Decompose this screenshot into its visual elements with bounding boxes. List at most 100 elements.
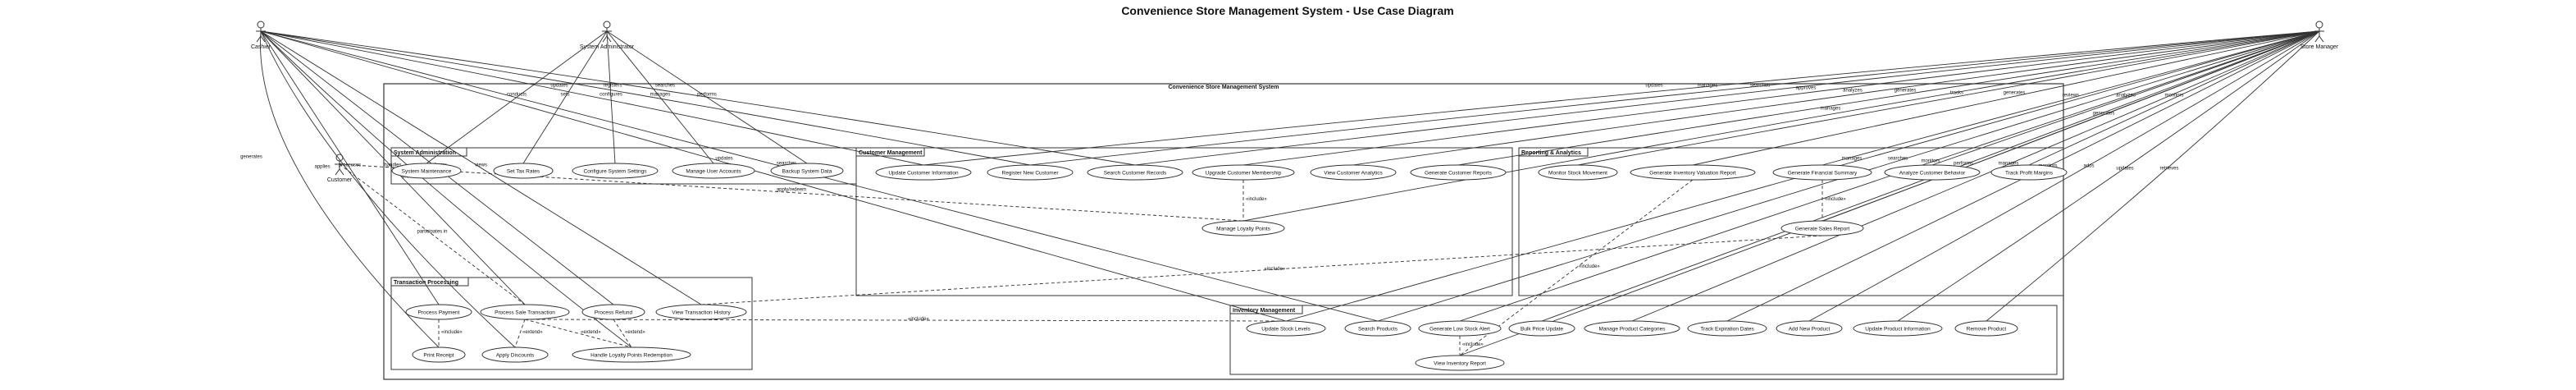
- use-case-generate-inventory-valuation[interactable]: Generate Inventory Valuation Report: [1630, 164, 1756, 181]
- use-case-label: Search Customer Records: [1104, 170, 1167, 176]
- use-case-update-product-info[interactable]: Update Product Information: [1853, 320, 1943, 337]
- edge: configures: [600, 30, 622, 164]
- actor-name: Store Manager: [2300, 44, 2339, 50]
- use-case-monitor-stock-movement[interactable]: Monitor Stock Movement: [1538, 164, 1618, 181]
- edge: apply/redeem: [339, 163, 1244, 222]
- use-case-ellipse: [481, 346, 549, 363]
- package-reporting-analytics: Reporting & Analytics: [1518, 147, 2064, 296]
- use-case-ellipse: [1508, 320, 1575, 337]
- use-case-remove-product[interactable]: Remove Product: [1954, 320, 2018, 337]
- use-case-track-expiration-dates[interactable]: Track Expiration Dates: [1687, 320, 1767, 337]
- edge: searches: [1134, 30, 2320, 166]
- edge-label: analyzes: [2116, 94, 2136, 99]
- actor-manager[interactable]: Store Manager: [2300, 21, 2339, 50]
- use-case-ellipse: [1853, 320, 1943, 337]
- dependency-edge: «include»: [700, 235, 1823, 305]
- use-case-ellipse: [493, 163, 554, 179]
- use-case-ellipse: [1246, 320, 1326, 337]
- use-case-label: Apply Discounts: [496, 352, 535, 358]
- use-case-handle-loyalty-redemption[interactable]: Handle Loyalty Points Redemption: [572, 346, 691, 363]
- edge-label: tracks: [1950, 91, 1963, 96]
- use-case-backup-system-data[interactable]: Backup System Data: [770, 163, 844, 179]
- edge: sets: [522, 30, 608, 164]
- edge-label: searches: [1888, 157, 1908, 162]
- use-case-generate-sales-report[interactable]: Generate Sales Report: [1780, 220, 1864, 236]
- edge-label: generates: [2093, 112, 2115, 117]
- use-case-ellipse: [1687, 320, 1767, 337]
- use-case-label: View Customer Analytics: [1324, 170, 1383, 176]
- edge: adds: [1808, 30, 2320, 322]
- use-case-process-sale[interactable]: Process Sale Transaction: [480, 304, 570, 320]
- use-case-label: Backup System Data: [782, 168, 832, 174]
- use-case-generate-customer-reports[interactable]: Generate Customer Reports: [1410, 164, 1507, 181]
- use-case-label: Manage Product Categories: [1599, 326, 1666, 332]
- use-case-analyze-customer-behavior[interactable]: Analyze Customer Behavior: [1884, 164, 1981, 181]
- actor-cashier[interactable]: Cashier: [251, 21, 271, 50]
- edge-label: sets: [560, 93, 569, 98]
- edge-label: participates in: [417, 230, 447, 235]
- edge-label: monitors: [2164, 94, 2183, 99]
- use-case-generate-low-stock-alert[interactable]: Generate Low Stock Alert: [1418, 320, 1502, 337]
- use-case-apply-discounts[interactable]: Apply Discounts: [481, 346, 549, 363]
- use-case-label: Configure System Settings: [584, 168, 648, 174]
- use-case-ellipse: [391, 163, 462, 179]
- use-case-ellipse: [1772, 164, 1872, 181]
- use-case-set-tax-rates[interactable]: Set Tax Rates: [493, 163, 554, 179]
- use-case-search-customer-records[interactable]: Search Customer Records: [1087, 164, 1183, 181]
- use-case-view-transaction-history[interactable]: View Transaction History: [655, 304, 747, 320]
- dependency-edge: «extend»: [524, 319, 632, 348]
- edge: reviews: [1821, 30, 2320, 166]
- use-case-ellipse: [875, 164, 972, 181]
- use-case-ellipse: [1954, 320, 2018, 337]
- actor-name: System Administrator: [580, 44, 635, 50]
- use-case-ellipse: [572, 346, 691, 363]
- use-case-ellipse: [480, 304, 570, 320]
- edge: processes: [260, 30, 632, 348]
- use-cases-layer: System Maintenance Set Tax Rates Configure…: [391, 163, 2068, 371]
- use-case-label: Generate Financial Summary: [1788, 170, 1858, 176]
- dependency-edge: «include»: [438, 319, 463, 347]
- use-case-label: Manage Loyalty Points: [1216, 226, 1271, 232]
- actor-name: Customer: [327, 177, 353, 183]
- use-case-update-stock-levels[interactable]: Update Stock Levels: [1246, 320, 1326, 337]
- use-case-system-maintenance[interactable]: System Maintenance: [391, 163, 462, 179]
- use-case-view-inventory-report[interactable]: View Inventory Report: [1415, 355, 1505, 371]
- actor-customer[interactable]: Customer: [327, 154, 353, 183]
- package-label: System Administration: [394, 150, 456, 156]
- use-case-register-new-customer[interactable]: Register New Customer: [987, 164, 1074, 181]
- use-case-label: Bulk Price Update: [1521, 326, 1563, 332]
- use-case-process-payment[interactable]: Process Payment: [405, 304, 472, 320]
- use-case-ellipse: [1415, 355, 1505, 371]
- use-case-generate-financial-summary[interactable]: Generate Financial Summary: [1772, 164, 1872, 181]
- use-case-manage-loyalty-points[interactable]: Manage Loyalty Points: [1201, 220, 1285, 236]
- use-case-manage-user-accounts[interactable]: Manage User Accounts: [672, 163, 755, 179]
- use-case-label: Process Payment: [418, 310, 460, 315]
- use-case-process-refund[interactable]: Process Refund: [581, 304, 645, 320]
- use-case-view-customer-analytics[interactable]: View Customer Analytics: [1310, 164, 1397, 181]
- use-case-print-receipt[interactable]: Print Receipt: [412, 346, 466, 363]
- actor-admin[interactable]: System Administrator: [580, 21, 635, 50]
- use-case-bulk-price-update[interactable]: Bulk Price Update: [1508, 320, 1575, 337]
- use-case-ellipse: [1630, 164, 1756, 181]
- use-case-track-profit-margins[interactable]: Track Profit Margins: [1990, 164, 2068, 181]
- use-case-manage-product-categories[interactable]: Manage Product Categories: [1584, 320, 1680, 337]
- use-case-configure-settings[interactable]: Configure System Settings: [572, 163, 659, 179]
- use-case-label: Update Stock Levels: [1261, 326, 1311, 332]
- use-case-search-products[interactable]: Search Products: [1344, 320, 1411, 337]
- use-case-update-customer-info[interactable]: Update Customer Information: [875, 164, 972, 181]
- use-case-label: Print Receipt: [423, 352, 454, 358]
- edge-label: approves: [1796, 86, 1817, 91]
- edge-label: monitors: [1921, 159, 1940, 164]
- edge-label: apply/redeem: [777, 188, 806, 193]
- use-case-upgrade-membership[interactable]: Upgrade Customer Membership: [1192, 164, 1295, 181]
- edge: registers: [260, 30, 1031, 166]
- use-case-add-new-product[interactable]: Add New Product: [1776, 320, 1843, 337]
- use-case-label: Search Products: [1358, 326, 1398, 332]
- edge: generates: [240, 30, 440, 348]
- use-case-ellipse: [655, 304, 747, 320]
- edge-label: analyzes: [1843, 89, 1862, 94]
- edge-label: «include»: [1579, 264, 1600, 269]
- edge-label: generates: [1894, 89, 1917, 94]
- use-case-label: Manage User Accounts: [686, 168, 741, 174]
- edge-label: manages: [1821, 107, 1841, 112]
